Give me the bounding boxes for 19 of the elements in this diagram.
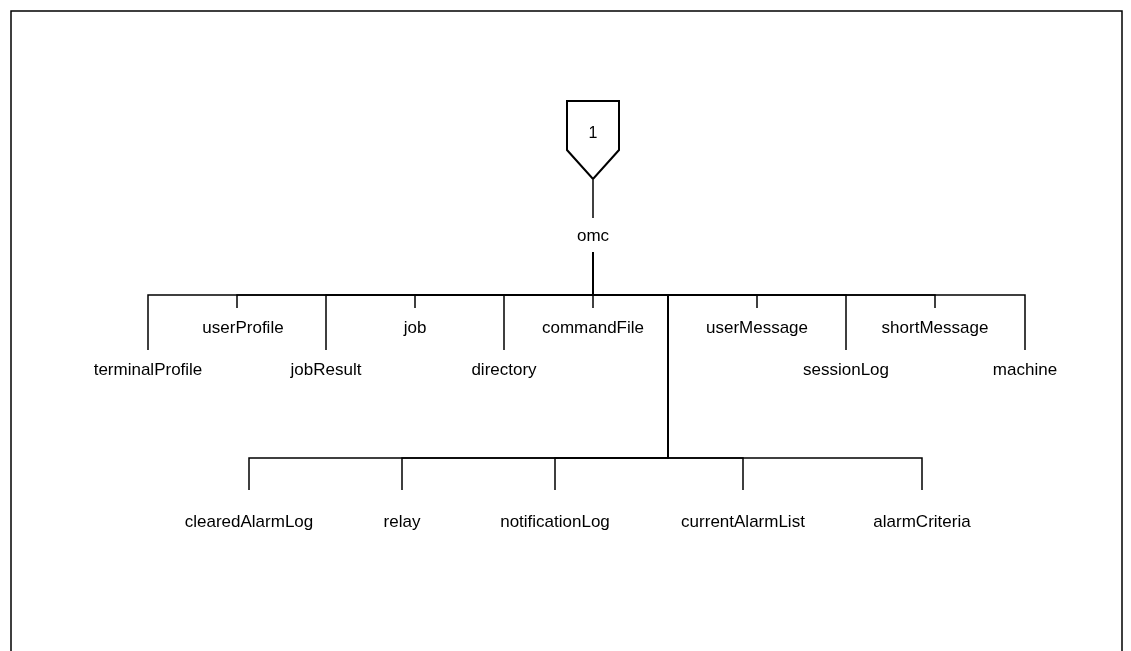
connector-line bbox=[592, 251, 923, 491]
tree-node-label: userMessage bbox=[705, 318, 809, 338]
tree-node-label: commandFile bbox=[542, 318, 644, 338]
tree-node-label: userProfile bbox=[202, 318, 284, 338]
tree-node-label: directory bbox=[471, 360, 537, 380]
off-page-connector: 1 bbox=[566, 100, 620, 180]
tree-node-label: alarmCriteria bbox=[873, 512, 971, 532]
tree-node-label: shortMessage bbox=[881, 318, 989, 338]
tree-node-label: currentAlarmList bbox=[681, 512, 805, 532]
tree-node-label: jobResult bbox=[290, 360, 362, 380]
tree-node-label: clearedAlarmLog bbox=[184, 512, 314, 532]
tree-node-label: notificationLog bbox=[500, 512, 610, 532]
tree-node-label: omc bbox=[576, 226, 610, 246]
tree-node-label: job bbox=[403, 318, 427, 338]
tree-node-label: terminalProfile bbox=[93, 360, 203, 380]
tree-node-label: machine bbox=[992, 360, 1058, 380]
connector-line bbox=[592, 179, 594, 219]
tree-node-label: sessionLog bbox=[803, 360, 889, 380]
tree-node-label: relay bbox=[383, 512, 421, 532]
